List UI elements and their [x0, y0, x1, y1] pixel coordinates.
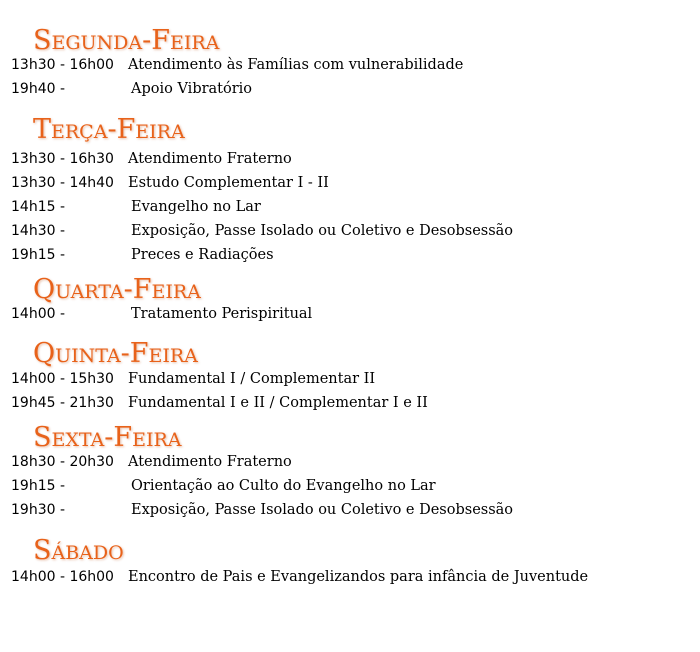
day-title-quinta: Quinta-Feira: [33, 338, 198, 369]
activity-name: Atendimento Fraterno: [128, 151, 292, 167]
activity-name: Apoio Vibratório: [131, 81, 253, 97]
activity-name: Orientação ao Culto do Evangelho no Lar: [131, 478, 436, 494]
time-range: 14h00 - 16h00: [11, 569, 114, 585]
activity-name: Tratamento Perispiritual: [131, 306, 313, 322]
time-range: 14h30 -: [11, 223, 66, 239]
day-title-terca: Terça-Feira: [33, 114, 185, 145]
time-range: 13h30 - 16h30: [11, 151, 114, 167]
time-range: 19h40 -: [11, 81, 66, 97]
time-range: 14h00 - 15h30: [11, 371, 114, 387]
time-range: 19h45 - 21h30: [11, 395, 114, 411]
activity-name: Fundamental I / Complementar II: [128, 371, 376, 387]
time-range: 18h30 - 20h30: [11, 454, 114, 470]
time-range: 19h15 -: [11, 247, 66, 263]
activity-name: Estudo Complementar I - II: [128, 175, 329, 191]
activity-name: Fundamental I e II / Complementar I e II: [128, 395, 428, 411]
day-title-quarta: Quarta-Feira: [33, 274, 201, 305]
day-title-segunda: Segunda-Feira: [33, 25, 220, 56]
time-range: 14h15 -: [11, 199, 66, 215]
day-title-sexta: Sexta-Feira: [33, 422, 182, 453]
time-range: 14h00 -: [11, 306, 66, 322]
time-range: 13h30 - 16h00: [11, 57, 114, 73]
activity-name: Evangelho no Lar: [131, 199, 261, 215]
activity-name: Exposição, Passe Isolado ou Coletivo e D…: [131, 502, 514, 518]
activity-name: Encontro de Pais e Evangelizandos para i…: [128, 569, 589, 585]
activity-name: Atendimento Fraterno: [128, 454, 292, 470]
time-range: 19h30 -: [11, 502, 66, 518]
activity-name: Exposição, Passe Isolado ou Coletivo e D…: [131, 223, 514, 239]
time-range: 13h30 - 14h40: [11, 175, 114, 191]
time-range: 19h15 -: [11, 478, 66, 494]
activity-name: Preces e Radiações: [131, 247, 274, 263]
day-title-sabado: Sábado: [33, 535, 124, 566]
activity-name: Atendimento às Famílias com vulnerabilid…: [128, 57, 464, 73]
